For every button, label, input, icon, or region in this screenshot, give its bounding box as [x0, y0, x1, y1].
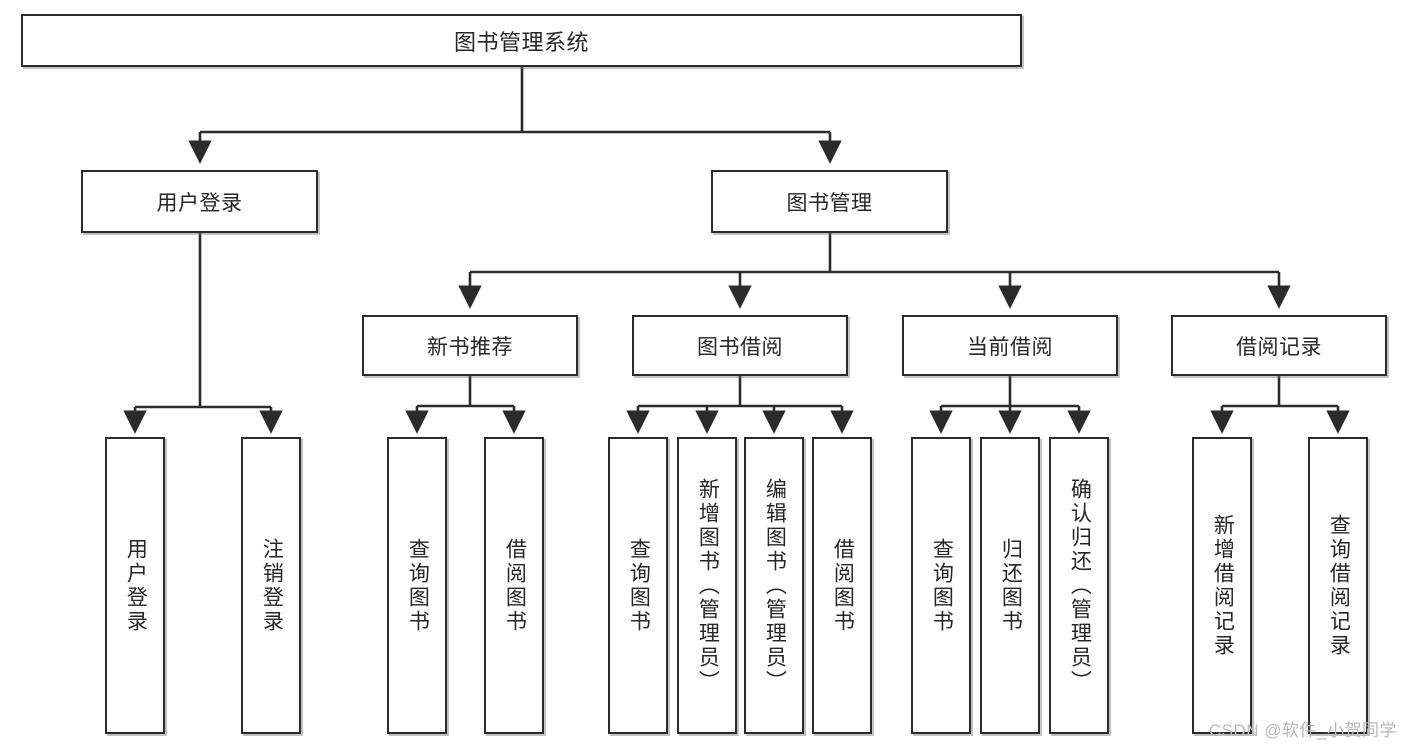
node-root-label: 图书管理系统 — [453, 29, 589, 55]
node-leaf-query-book-2[interactable]: 查询图书 — [608, 437, 668, 734]
node-user-login-label: 用户登录 — [156, 191, 243, 215]
node-leaf-query-record-label: 查询借阅记录 — [1327, 513, 1351, 658]
watermark-text: CSDN @软件_小贺同学 — [1208, 721, 1397, 740]
node-current-borrow-label: 当前借阅 — [967, 335, 1053, 359]
node-leaf-query-book-3-label: 查询图书 — [930, 537, 954, 634]
node-leaf-edit-book-label: 编辑图书（管理员） — [763, 477, 787, 694]
node-leaf-add-record[interactable]: 新增借阅记录 — [1192, 437, 1252, 734]
node-leaf-edit-book[interactable]: 编辑图书（管理员） — [744, 437, 804, 734]
node-book-borrow-label: 图书借阅 — [697, 335, 783, 359]
node-leaf-add-book[interactable]: 新增图书（管理员） — [677, 437, 737, 734]
node-current-borrow[interactable]: 当前借阅 — [902, 315, 1118, 376]
node-leaf-query-book-2-label: 查询图书 — [627, 537, 651, 634]
node-leaf-query-record[interactable]: 查询借阅记录 — [1308, 437, 1368, 734]
node-new-book-rec-label: 新书推荐 — [427, 335, 513, 359]
node-user-login[interactable]: 用户登录 — [81, 170, 318, 233]
node-leaf-user-login[interactable]: 用户登录 — [105, 437, 165, 734]
node-leaf-return-book[interactable]: 归还图书 — [980, 437, 1040, 734]
node-leaf-confirm-return-label: 确认归还（管理员） — [1068, 477, 1092, 694]
node-book-manage[interactable]: 图书管理 — [711, 170, 948, 233]
node-book-borrow[interactable]: 图书借阅 — [632, 315, 848, 376]
node-leaf-user-login-label: 用户登录 — [124, 537, 148, 634]
node-leaf-add-record-label: 新增借阅记录 — [1211, 513, 1235, 658]
node-leaf-logout-login-label: 注销登录 — [260, 537, 284, 634]
node-leaf-add-book-label: 新增图书（管理员） — [696, 477, 720, 694]
node-leaf-return-book-label: 归还图书 — [999, 537, 1023, 634]
node-leaf-borrow-book-2[interactable]: 借阅图书 — [812, 437, 872, 734]
node-leaf-query-book-1-label: 查询图书 — [406, 537, 430, 634]
node-leaf-borrow-book-1[interactable]: 借阅图书 — [484, 437, 544, 734]
node-leaf-confirm-return[interactable]: 确认归还（管理员） — [1049, 437, 1109, 734]
node-leaf-borrow-book-1-label: 借阅图书 — [503, 537, 527, 634]
node-book-manage-label: 图书管理 — [786, 191, 873, 215]
node-new-book-rec[interactable]: 新书推荐 — [362, 315, 578, 376]
node-borrow-record[interactable]: 借阅记录 — [1171, 315, 1387, 376]
node-leaf-logout-login[interactable]: 注销登录 — [241, 437, 301, 734]
node-borrow-record-label: 借阅记录 — [1236, 335, 1322, 359]
node-leaf-borrow-book-2-label: 借阅图书 — [831, 537, 855, 634]
node-root[interactable]: 图书管理系统 — [21, 14, 1022, 67]
node-leaf-query-book-1[interactable]: 查询图书 — [387, 437, 447, 734]
node-leaf-query-book-3[interactable]: 查询图书 — [911, 437, 971, 734]
